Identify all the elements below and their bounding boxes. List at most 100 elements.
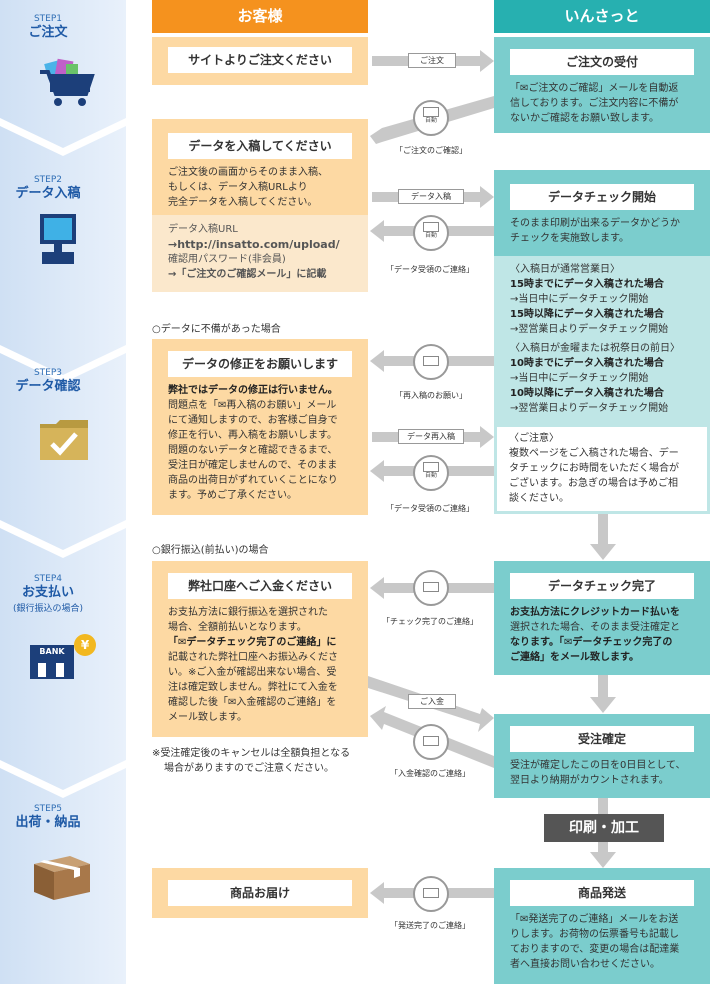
defect-note: ○データに不備があった場合 (152, 324, 281, 335)
auto-mail-icon: 自動 (413, 455, 449, 491)
auto-label: 自動 (424, 117, 437, 124)
step-number: STEP1 (33, 14, 63, 24)
cancel-note: ※受注確定後のキャンセルは全額負担となる 場合がありますのでご注意ください。 (152, 746, 382, 776)
step5-label: STEP5 出荷・納品 (0, 804, 96, 831)
done-line: お支払方法にクレジットカード払いを (510, 607, 680, 618)
step-number: STEP5 (33, 804, 63, 814)
shipping-box: 商品発送 「✉発送完了のご連絡」メールをお送 りします。お荷物の伝票番号も記載し… (494, 868, 710, 984)
fix-line: 弊社ではデータの修正は行いません。 (168, 385, 338, 396)
friday-line: 〈入稿日が金曜または祝祭日の前日〉 (510, 343, 680, 354)
fix-line: 修正を行い、再入稿をお願いします。 (168, 430, 337, 441)
pay-line: 確認した後「✉入金確認のご連絡」を (168, 697, 337, 708)
upload-url-link[interactable]: →http://insatto.com/upload/ (168, 238, 340, 251)
schedule-box: 〈入稿日が通常営業日〉 15時までにデータ入稿された場合 →当日中にデータチェッ… (494, 256, 710, 424)
caution-box: 〈ご注意〉 複数ページをご入稿された場合、デー タチェックにお時間をいただく場合… (494, 424, 710, 514)
submit-box: データを入稿してください ご注文後の画面からそのまま入稿、 もしくは、データ入稿… (152, 119, 368, 215)
done-line: ご連絡」をメール致します。 (510, 652, 639, 663)
auto-mail-icon: 自動 (413, 215, 449, 251)
mail-icon (413, 344, 449, 380)
shipping-title: 商品発送 (510, 880, 694, 906)
fix-line: にて通知しますので、お客様ご自身で (168, 415, 338, 426)
folder-check-icon (40, 420, 88, 460)
bank-transfer-note: ○銀行振込(前払い)の場合 (152, 545, 269, 556)
mail-icon (413, 724, 449, 760)
cancel-line: ※受注確定後のキャンセルは全額負担となる (152, 748, 351, 759)
check-line: チェックを実施致します。 (510, 233, 629, 244)
payment-text: お支払方法に銀行振込を選択された 場合、全額前払いとなります。 「✉データチェッ… (168, 605, 352, 725)
computer-icon (40, 214, 76, 264)
auto-mail-icon: 自動 (413, 100, 449, 136)
insatto-header: いんさっと (494, 0, 710, 33)
step-number: STEP3 (33, 368, 63, 378)
check-done-caption: 「チェック完了のご連絡」 (382, 617, 478, 626)
step-title: ご注文 (28, 25, 68, 40)
auto-label: 自動 (424, 232, 437, 239)
ship-line: ておりますので、変更の場合は配達業 (510, 944, 680, 955)
done-line: なります。「✉データチェック完了の (510, 637, 673, 648)
submit-arrow-label: データ入稿 (398, 189, 464, 204)
cancel-line: 場合がありますのでご注意ください。 (164, 763, 334, 774)
weekday-line: →当日中にデータチェック開始 (510, 294, 649, 305)
step-title: データ確認 (15, 379, 81, 394)
order-receive-text: 「✉ご注文のご確認」メールを自動返 信しております。ご注文内容に不備が ないかご… (510, 81, 694, 126)
caution-line: 〈ご注意〉 (509, 433, 559, 444)
data-check-start-title: データチェック開始 (510, 184, 694, 210)
customer-header: お客様 (152, 0, 368, 33)
caution-line: 談ください。 (509, 493, 569, 504)
pay-line: メール致します。 (168, 712, 247, 723)
print-process-label: 印刷・加工 (544, 814, 664, 842)
weekday-line: →翌営業日よりデータチェック開始 (510, 324, 669, 335)
order-receive-box: ご注文の受付 「✉ご注文のご確認」メールを自動返 信しております。ご注文内容に不… (494, 37, 710, 133)
fix-line: 問題点を「✉再入稿のお願い」メール (168, 400, 337, 411)
fix-text: 弊社ではデータの修正は行いません。 問題点を「✉再入稿のお願い」メール にて通知… (168, 383, 352, 503)
mail-icon (413, 876, 449, 912)
data-check-done-text: お支払方法にクレジットカード払いを 選択された場合、そのまま受注確定と なります… (510, 605, 694, 665)
receipt-caption: 「データ受領のご連絡」 (386, 265, 474, 274)
confirm-line: 受注が確定したこの日を0日目として、 (510, 760, 686, 771)
step-column (0, 0, 126, 984)
payment-confirm-caption: 「入金確認のご連絡」 (390, 769, 470, 778)
friday-line: 10時以降にデータ入稿された場合 (510, 388, 664, 399)
done-line: 選択された場合、そのまま受注確定と (510, 622, 680, 633)
fix-line: 問題のないデータと確認できるまで、 (168, 445, 338, 456)
payment-title: 弊社口座へご入金ください (168, 573, 352, 599)
upload-url-box: データ入稿URL →http://insatto.com/upload/ 確認用… (152, 215, 368, 292)
bank-icon: BANK (30, 645, 74, 679)
down-arrow (590, 514, 616, 560)
fix-line: 商品の出荷日がずれていくことになり (168, 475, 338, 486)
friday-line: 10時までにデータ入稿された場合 (510, 358, 664, 369)
fix-line: ます。予めご了承ください。 (168, 490, 297, 501)
payment-arrow-label: ご入金 (408, 694, 456, 709)
submit-line: ご注文後の画面からそのまま入稿、 (168, 167, 328, 178)
caution-line: タチェックにお時間をいただく場合が (509, 463, 679, 474)
order-arrow-label: ご注文 (408, 53, 456, 68)
submit-text: ご注文後の画面からそのまま入稿、 もしくは、データ入稿URLより 完全データを入… (168, 165, 352, 210)
ship-line: りします。お荷物の伝票番号も記載し (510, 929, 679, 940)
receive-line: ないかご確認をお願い致します。 (510, 113, 659, 124)
data-check-done-box: データチェック完了 お支払方法にクレジットカード払いを 選択された場合、そのまま… (494, 561, 710, 675)
step-title: 出荷・納品 (15, 815, 81, 830)
step-number: STEP4 (33, 574, 63, 584)
ship-line: 者へ直接お問い合わせください。 (510, 959, 660, 970)
pay-line: 注は確定致しません。弊社にて入金を (168, 682, 338, 693)
shipped-caption: 「発送完了のご連絡」 (390, 921, 470, 930)
bank-label: BANK (39, 647, 65, 656)
data-check-start-text: そのまま印刷が出来るデータかどうか チェックを実施致します。 (510, 216, 694, 246)
pay-line: 「✉データチェック完了のご連絡」に (168, 637, 337, 648)
step4-label: STEP4 お支払い (銀行振込の場合) (0, 574, 96, 614)
caution-line: 複数ページをご入稿された場合、デー (509, 448, 679, 459)
pay-line: 場合、全額前払いとなります。 (168, 622, 307, 633)
friday-line: →翌営業日よりデータチェック開始 (510, 403, 669, 414)
fix-box: データの修正をお願いします 弊社ではデータの修正は行いません。 問題点を「✉再入… (152, 339, 368, 515)
yen-coin-icon: ¥ (74, 634, 96, 656)
step3-label: STEP3 データ確認 (0, 368, 96, 395)
upload-url-text: データ入稿URL →http://insatto.com/upload/ 確認用… (168, 222, 352, 282)
delivery-box: 商品お届け (152, 868, 368, 918)
payment-box: 弊社口座へご入金ください お支払方法に銀行振込を選択された 場合、全額前払いとな… (152, 561, 368, 737)
fix-title: データの修正をお願いします (168, 351, 352, 377)
step-title: データ入稿 (15, 186, 81, 201)
submit-line: もしくは、データ入稿URLより (168, 182, 308, 193)
submit-title: データを入稿してください (168, 133, 352, 159)
down-arrow (590, 675, 616, 713)
pay-line: 記載された弊社口座へお振込みくださ (168, 652, 338, 663)
